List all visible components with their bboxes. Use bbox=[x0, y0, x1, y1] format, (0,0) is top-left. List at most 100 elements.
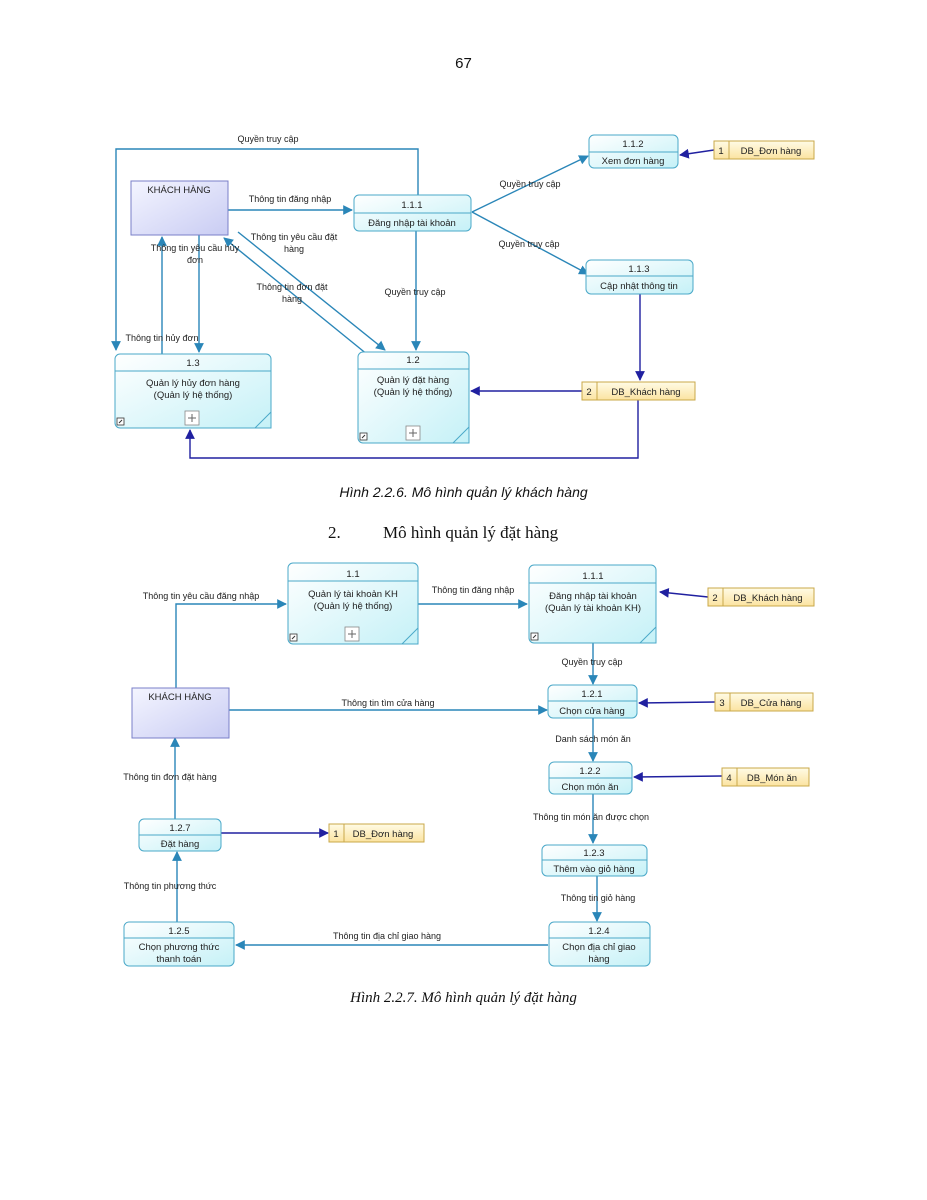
process-1-1-1: 1.1.1 Đăng nhập tài khoản bbox=[353, 194, 472, 232]
svg-text:DB_Món ăn: DB_Món ăn bbox=[747, 773, 797, 784]
label-tt-mon-chon: Thông tin món ăn được chọn bbox=[533, 812, 649, 822]
process-1-2-7: 1.2.7 Đặt hàng bbox=[138, 818, 222, 852]
entity-label: KHÁCH HÀNG bbox=[147, 185, 210, 196]
svg-text:3: 3 bbox=[719, 698, 724, 709]
store-db-cua-hang: 3 DB_Cửa hàng bbox=[714, 692, 814, 712]
svg-text:DB_Đơn hàng: DB_Đơn hàng bbox=[741, 146, 802, 157]
svg-text:2: 2 bbox=[586, 387, 591, 398]
flow-tt-don-dat bbox=[223, 237, 369, 356]
process-1-2: 1.2 Quản lý đặt hàng (Quản lý hệ thống) bbox=[357, 351, 470, 444]
diagram-1: KHÁCH HÀNG 1.1.2 Xem đơn hàng 1.1.1 Đăng… bbox=[111, 134, 815, 459]
svg-text:1.2.3: 1.2.3 bbox=[583, 848, 604, 859]
svg-text:1.2.7: 1.2.7 bbox=[169, 823, 190, 834]
process-1-2-5: 1.2.5 Chọn phương thức thanh toán bbox=[123, 921, 235, 967]
svg-text:1.2.1: 1.2.1 bbox=[581, 689, 602, 700]
store-db-don-hang-2: 1 DB_Đơn hàng bbox=[328, 823, 425, 843]
flow-quyen-top bbox=[111, 148, 419, 351]
label-quyen-2: Quyền truy cập bbox=[561, 657, 622, 667]
label-tt-gio: Thông tin giỏ hàng bbox=[561, 893, 636, 903]
label-tt-tim-ch: Thông tin tìm cửa hàng bbox=[341, 698, 434, 708]
figure-caption-1: Hình 2.2.6. Mô hình quản lý khách hàng bbox=[339, 484, 588, 500]
label-tt-dang-nhap: Thông tin đăng nhập bbox=[249, 194, 332, 204]
svg-text:Cập nhật thông tin: Cập nhật thông tin bbox=[600, 281, 678, 292]
label-tt-pt: Thông tin phương thức bbox=[124, 881, 217, 891]
svg-text:1.3: 1.3 bbox=[186, 358, 199, 369]
label-tt-yc-huy-2: đơn bbox=[187, 255, 203, 265]
svg-text:1.1.2: 1.1.2 bbox=[622, 139, 643, 150]
entity-label-2: KHÁCH HÀNG bbox=[148, 692, 211, 703]
svg-text:1: 1 bbox=[333, 829, 338, 840]
svg-text:(Quản lý tài khoản KH): (Quản lý tài khoản KH) bbox=[545, 603, 641, 614]
svg-text:1.1.1: 1.1.1 bbox=[582, 571, 603, 582]
flow-tt-yc-dn bbox=[175, 599, 287, 688]
svg-text:1.1.1: 1.1.1 bbox=[401, 200, 422, 211]
label-tt-don-dat-2: hàng bbox=[282, 294, 302, 304]
diagram-2: KHÁCH HÀNG 1.1 Quản lý tài khoản KH (Quả… bbox=[123, 562, 815, 967]
svg-text:Quản lý tài khoản KH: Quản lý tài khoản KH bbox=[308, 589, 398, 600]
label-quyen-mid: Quyền truy cập bbox=[384, 287, 445, 297]
label-tt-yc-huy-1: Thông tin yêu cầu hủy bbox=[151, 243, 240, 253]
label-tt-huy-don: Thông tin hủy đơn bbox=[126, 333, 199, 343]
svg-text:Chọn món ăn: Chọn món ăn bbox=[561, 782, 618, 793]
svg-text:Chọn phương thức: Chọn phương thức bbox=[139, 942, 220, 953]
flow-quyen-right1 bbox=[471, 155, 589, 213]
label-tt-don-dat-1: Thông tin đơn đặt bbox=[257, 282, 328, 292]
flow-tt-yc-dat bbox=[237, 231, 386, 351]
svg-text:1.2.4: 1.2.4 bbox=[588, 926, 609, 937]
svg-text:Xem đơn hàng: Xem đơn hàng bbox=[602, 156, 665, 167]
process-1-1-3: 1.1.3 Cập nhật thông tin bbox=[585, 259, 694, 295]
label-tt-dia-chi: Thông tin địa chỉ giao hàng bbox=[333, 931, 441, 941]
process-1-2-4: 1.2.4 Chọn địa chỉ giao hàng bbox=[548, 921, 651, 967]
svg-text:hàng: hàng bbox=[588, 954, 609, 965]
flow-quyen-right2 bbox=[471, 211, 589, 275]
svg-text:(Quản lý hệ thống): (Quản lý hệ thống) bbox=[374, 387, 453, 398]
svg-text:Chọn cửa hàng: Chọn cửa hàng bbox=[559, 706, 625, 717]
store-db-mon-an: 4 DB_Món ăn bbox=[721, 767, 810, 787]
process-1-1: 1.1 Quản lý tài khoản KH (Quản lý hệ thố… bbox=[287, 562, 419, 645]
svg-text:thanh toán: thanh toán bbox=[157, 954, 202, 965]
store-db-don-hang: 1 DB_Đơn hàng bbox=[713, 140, 815, 160]
label-quyen-right2: Quyền truy cập bbox=[498, 239, 559, 249]
svg-text:1.2.5: 1.2.5 bbox=[168, 926, 189, 937]
section-heading-number: 2. bbox=[328, 523, 341, 542]
section-heading-text: Mô hình quản lý đặt hàng bbox=[383, 523, 559, 542]
svg-text:Đặt hàng: Đặt hàng bbox=[161, 839, 200, 850]
svg-text:DB_Cửa hàng: DB_Cửa hàng bbox=[741, 698, 802, 709]
entity-khach-hang bbox=[130, 180, 229, 236]
svg-text:Quản lý hủy đơn hàng: Quản lý hủy đơn hàng bbox=[146, 378, 240, 389]
process-1-1-1-b: 1.1.1 Đăng nhập tài khoản (Quản lý tài k… bbox=[528, 564, 657, 644]
svg-text:4: 4 bbox=[726, 773, 731, 784]
process-1-1-2: 1.1.2 Xem đơn hàng bbox=[588, 134, 679, 169]
label-tt-yc-dat-2: hàng bbox=[284, 244, 304, 254]
svg-text:DB_Khách hàng: DB_Khách hàng bbox=[733, 593, 802, 604]
process-1-2-1: 1.2.1 Chọn cửa hàng bbox=[547, 684, 638, 719]
store-db-khach-hang: 2 DB_Khách hàng bbox=[581, 381, 696, 401]
svg-text:2: 2 bbox=[712, 593, 717, 604]
label-tt-dn: Thông tin đăng nhập bbox=[432, 585, 515, 595]
svg-text:(Quản lý hệ thống): (Quản lý hệ thống) bbox=[154, 390, 233, 401]
flow-db-ch bbox=[638, 697, 716, 708]
flow-db-mon bbox=[633, 772, 723, 782]
svg-text:Chọn địa chỉ giao: Chọn địa chỉ giao bbox=[562, 942, 635, 953]
label-tt-don-dat-2: Thông tin đơn đặt hàng bbox=[123, 772, 216, 782]
flow-db-don-hang bbox=[679, 148, 715, 159]
figure-caption-2: Hình 2.2.7. Mô hình quản lý đặt hàng bbox=[350, 990, 577, 1006]
process-1-2-2: 1.2.2 Chọn món ăn bbox=[548, 761, 633, 795]
process-1-2-3: 1.2.3 Thêm vào giỏ hàng bbox=[541, 844, 648, 877]
svg-text:1: 1 bbox=[718, 146, 723, 157]
svg-text:DB_Khách hàng: DB_Khách hàng bbox=[611, 387, 680, 398]
flow-db-kh bbox=[659, 588, 709, 598]
flow-db-kh-13 bbox=[185, 400, 639, 459]
svg-text:1.1.3: 1.1.3 bbox=[628, 264, 649, 275]
svg-text:(Quản lý hệ thống): (Quản lý hệ thống) bbox=[314, 601, 393, 612]
svg-text:1.2.2: 1.2.2 bbox=[579, 766, 600, 777]
svg-text:DB_Đơn hàng: DB_Đơn hàng bbox=[353, 829, 414, 840]
svg-text:Đăng nhập tài khoản: Đăng nhập tài khoản bbox=[368, 218, 456, 229]
svg-text:Thêm vào giỏ hàng: Thêm vào giỏ hàng bbox=[553, 864, 634, 875]
label-tt-yc-dn: Thông tin yêu cầu đăng nhập bbox=[143, 591, 260, 601]
page-number: 67 bbox=[455, 55, 472, 72]
svg-text:1.2: 1.2 bbox=[406, 355, 419, 366]
label-quyen-right1: Quyền truy cập bbox=[499, 179, 560, 189]
label-tt-yc-dat-1: Thông tin yêu cầu đặt bbox=[251, 232, 338, 242]
